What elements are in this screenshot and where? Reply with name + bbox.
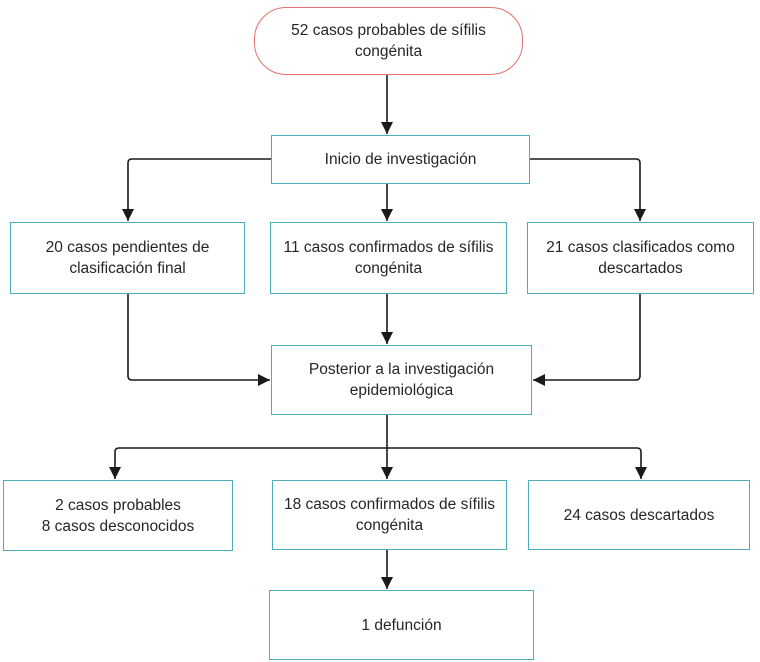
node-pendientes-label: 20 casos pendientes de clasificación fin…	[45, 239, 210, 277]
node-defuncion: 1 defunción	[269, 590, 534, 660]
connector-inicio-to-pendientes	[122, 158, 271, 221]
node-posterior-investigacion: Posterior a la investigación epidemiológ…	[271, 345, 532, 415]
node-inicio-label: Inicio de investigación	[324, 151, 477, 168]
node-probables-line2: 8 casos desconocidos	[41, 517, 195, 535]
node-confirmados-18: 18 casos confirmados de sífilis congénit…	[272, 480, 507, 550]
node-defuncion-label: 1 defunción	[361, 616, 442, 634]
node-probables-desconocidos: 2 casos probables 8 casos desconocidos	[3, 480, 233, 551]
connector-inicio-to-descartados21	[530, 158, 646, 221]
node-confirmados-18-label: 18 casos confirmados de sífilis congénit…	[283, 496, 496, 534]
node-probables-line1: 2 casos probables	[55, 496, 181, 514]
node-start: 52 casos probables de sífilis congénita	[254, 7, 523, 75]
node-start-label: 52 casos probables de sífilis congénita	[291, 22, 486, 60]
node-posterior-label: Posterior a la investigación epidemiológ…	[308, 361, 495, 399]
node-confirmados-11-label: 11 casos confirmados de sífilis congénit…	[283, 239, 494, 277]
node-descartados-24-label: 24 casos descartados	[563, 506, 715, 524]
connector-posterior-to-descartados24	[387, 447, 647, 479]
node-inicio-investigacion: Inicio de investigación	[271, 135, 530, 184]
connector-posterior-to-probables	[109, 447, 387, 479]
node-confirmados-11: 11 casos confirmados de sífilis congénit…	[270, 222, 507, 294]
node-descartados-21: 21 casos clasificados como descartados	[527, 222, 754, 294]
node-pendientes-clasificacion: 20 casos pendientes de clasificación fin…	[10, 222, 245, 294]
node-descartados-21-label: 21 casos clasificados como descartados	[546, 239, 735, 277]
connector-pendientes-to-posterior	[127, 294, 270, 386]
connector-descartados21-to-posterior	[533, 294, 641, 386]
node-descartados-24: 24 casos descartados	[528, 480, 750, 550]
